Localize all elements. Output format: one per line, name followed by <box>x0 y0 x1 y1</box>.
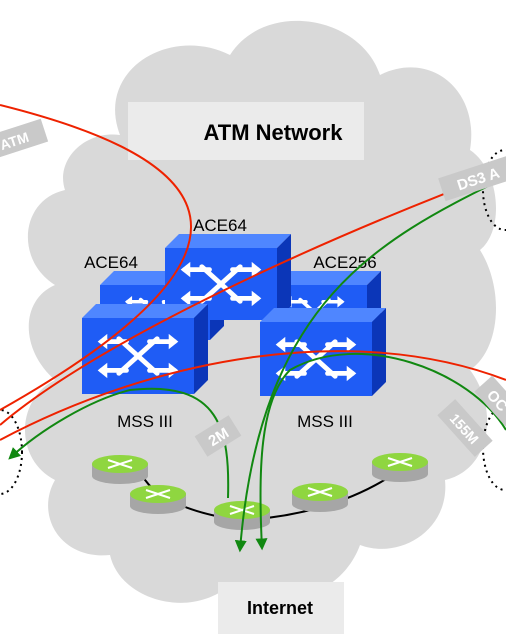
dotted-ellipse-left-bottom <box>0 409 23 495</box>
router-icon <box>372 453 428 482</box>
switch-label-ace64-top: ACE64 <box>193 216 247 235</box>
red-link-ds3 <box>0 169 506 426</box>
title-box: ATM Network <box>128 102 364 160</box>
link-tag-atm: ATM <box>0 118 49 161</box>
router-icon <box>292 483 348 512</box>
internet-box: Internet <box>218 582 344 634</box>
router-icon <box>214 501 270 530</box>
switch-ace64-top <box>165 234 291 320</box>
diagram-title: ATM Network <box>204 120 344 145</box>
green-link-ds3 <box>234 179 501 553</box>
switch-group <box>82 234 386 396</box>
router-icon <box>92 455 148 484</box>
switch-label-ace256: ACE256 <box>313 253 376 272</box>
router-group <box>92 453 428 530</box>
dotted-ellipse-right-top <box>482 149 506 231</box>
green-link-155m <box>255 352 506 551</box>
red-link-atm <box>0 104 192 411</box>
internet-label: Internet <box>247 598 313 618</box>
green-links <box>8 179 506 553</box>
red-links <box>0 104 506 441</box>
red-link-oc <box>0 350 506 441</box>
switch-label-mss-left: MSS III <box>117 412 173 431</box>
router-icon <box>130 485 186 514</box>
switch-label-ace64-left: ACE64 <box>84 253 138 272</box>
switch-label-mss-right: MSS III <box>297 412 353 431</box>
green-link-2m <box>8 387 230 499</box>
